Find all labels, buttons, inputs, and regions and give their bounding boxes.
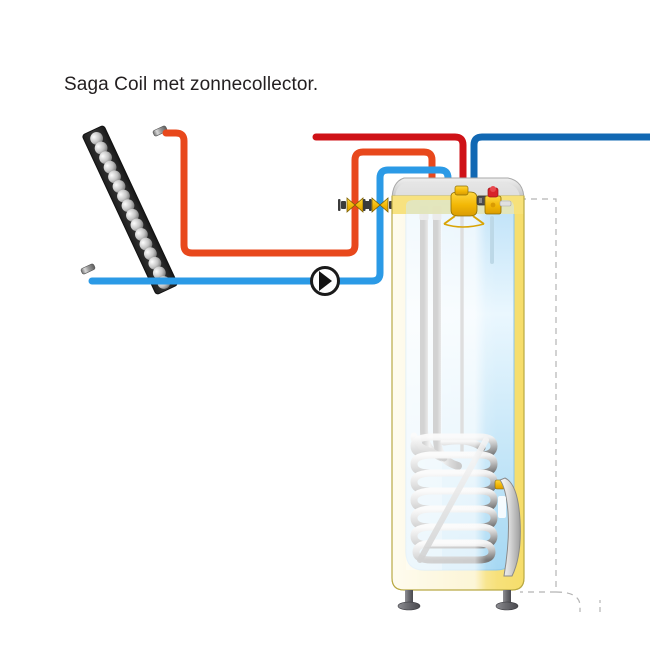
collector-bottom-connector <box>80 263 96 275</box>
tank-internals <box>392 196 524 590</box>
tank-foot-left <box>397 590 421 611</box>
pipe-dhw-hot <box>312 133 467 200</box>
tank-foot-right <box>495 590 519 611</box>
thermostatic-mixing-valve[interactable] <box>443 185 492 228</box>
control-cover-panel[interactable] <box>498 477 521 577</box>
circulation-pump[interactable] <box>310 266 340 296</box>
hot-water-tank <box>391 177 525 611</box>
safety-relief-valve[interactable] <box>484 186 512 215</box>
service-outline-dashed <box>498 198 601 612</box>
pipe-solar-flow <box>162 129 436 257</box>
page-title: Saga Coil met zonnecollector. <box>64 74 319 95</box>
solar-collector <box>80 125 178 295</box>
collector-top-connector <box>152 125 168 137</box>
collector-tubes <box>90 132 171 289</box>
pipe-dhw-cold <box>470 133 650 200</box>
pipe-solar-return <box>88 166 452 285</box>
